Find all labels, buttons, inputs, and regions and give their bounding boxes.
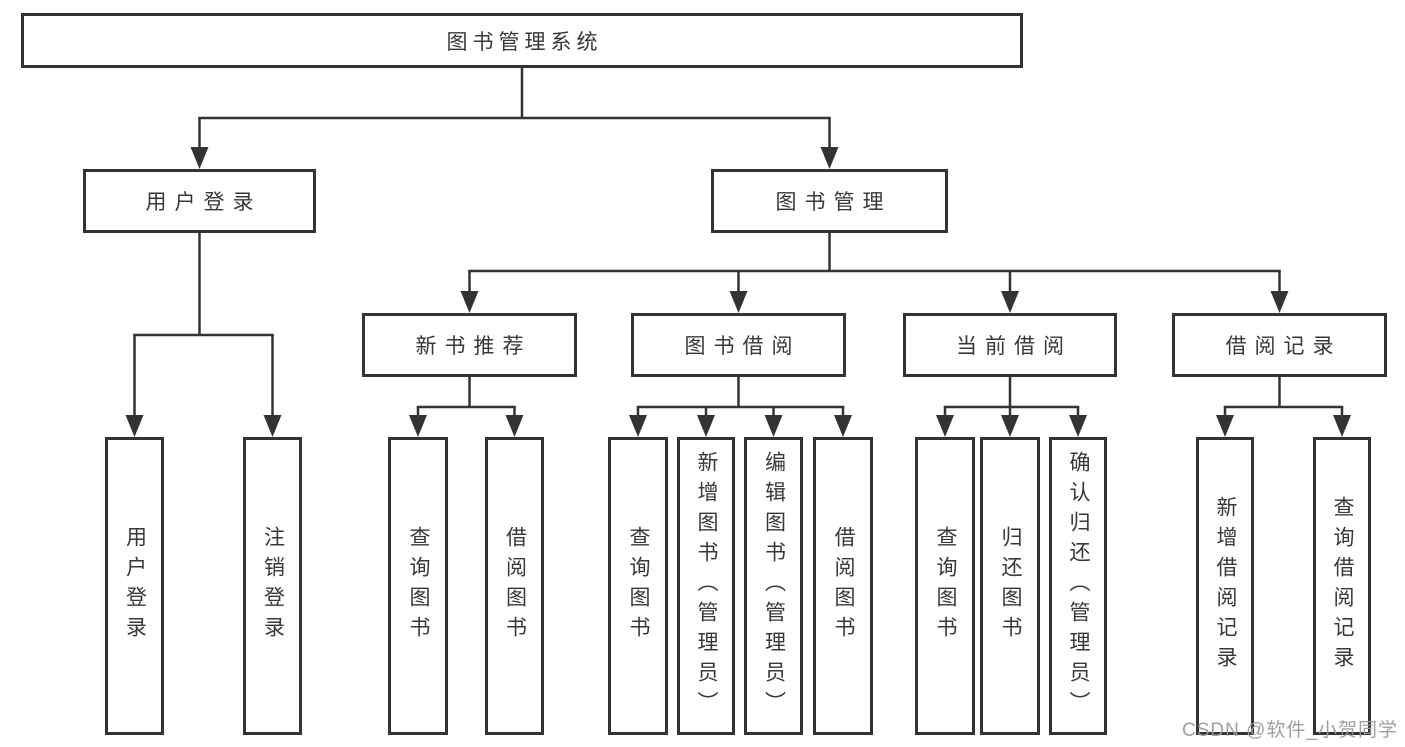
node-user-login-label: 用户登录 — [145, 191, 262, 214]
node-user-login: 用户登录 — [83, 169, 316, 233]
leaf-logout-label: 注销登录 — [261, 526, 285, 646]
node-current-borrowing-label: 当前借阅 — [956, 335, 1072, 358]
node-borrowing-records: 借阅记录 — [1172, 313, 1387, 377]
leaf-borrow-books-recommend-label: 借阅图书 — [503, 526, 527, 646]
node-current-borrowing: 当前借阅 — [903, 313, 1117, 377]
node-borrowing-records-label: 借阅记录 — [1225, 335, 1342, 358]
leaf-query-books-current: 查询图书 — [915, 437, 975, 735]
leaf-query-books-borrow: 查询图书 — [608, 437, 668, 735]
leaf-query-borrow-record: 查询借阅记录 — [1313, 437, 1371, 735]
leaf-return-books: 归还图书 — [980, 437, 1040, 735]
leaf-query-books-current-label: 查询图书 — [934, 526, 958, 646]
leaf-logout: 注销登录 — [243, 437, 302, 735]
node-root-label: 图书管理系统 — [446, 30, 603, 54]
leaf-edit-book-admin: 编辑图书（管理员） — [744, 437, 803, 735]
node-book-borrowing: 图书借阅 — [631, 313, 846, 377]
node-root: 图书管理系统 — [21, 13, 1023, 68]
leaf-borrow-books: 借阅图书 — [813, 437, 873, 735]
leaf-confirm-return-admin: 确认归还（管理员） — [1049, 437, 1107, 735]
leaf-add-book-admin: 新增图书（管理员） — [677, 437, 735, 735]
node-new-book-recommend-label: 新书推荐 — [415, 335, 532, 358]
leaf-user-login-label: 用户登录 — [123, 526, 147, 646]
leaf-return-books-label: 归还图书 — [999, 526, 1023, 646]
leaf-borrow-books-recommend: 借阅图书 — [485, 437, 544, 735]
node-new-book-recommend: 新书推荐 — [362, 313, 577, 377]
leaf-add-borrow-record: 新增借阅记录 — [1196, 437, 1254, 735]
leaf-add-book-admin-label: 新增图书（管理员） — [695, 451, 719, 721]
leaf-query-books-recommend: 查询图书 — [388, 437, 448, 735]
node-book-borrowing-label: 图书借阅 — [684, 335, 801, 358]
leaf-edit-book-admin-label: 编辑图书（管理员） — [762, 451, 786, 721]
csdn-watermark: CSDN @软件_小贺同学 — [1182, 720, 1398, 741]
leaf-query-books-recommend-label: 查询图书 — [407, 526, 431, 646]
leaf-confirm-return-admin-label: 确认归还（管理员） — [1067, 451, 1091, 721]
leaf-add-borrow-record-label: 新增借阅记录 — [1214, 496, 1238, 676]
leaf-borrow-books-label: 借阅图书 — [832, 526, 856, 646]
leaf-user-login: 用户登录 — [105, 437, 164, 735]
node-book-management-label: 图书管理 — [775, 191, 892, 214]
node-book-management: 图书管理 — [711, 169, 948, 233]
leaf-query-books-borrow-label: 查询图书 — [627, 526, 651, 646]
leaf-query-borrow-record-label: 查询借阅记录 — [1331, 496, 1355, 676]
